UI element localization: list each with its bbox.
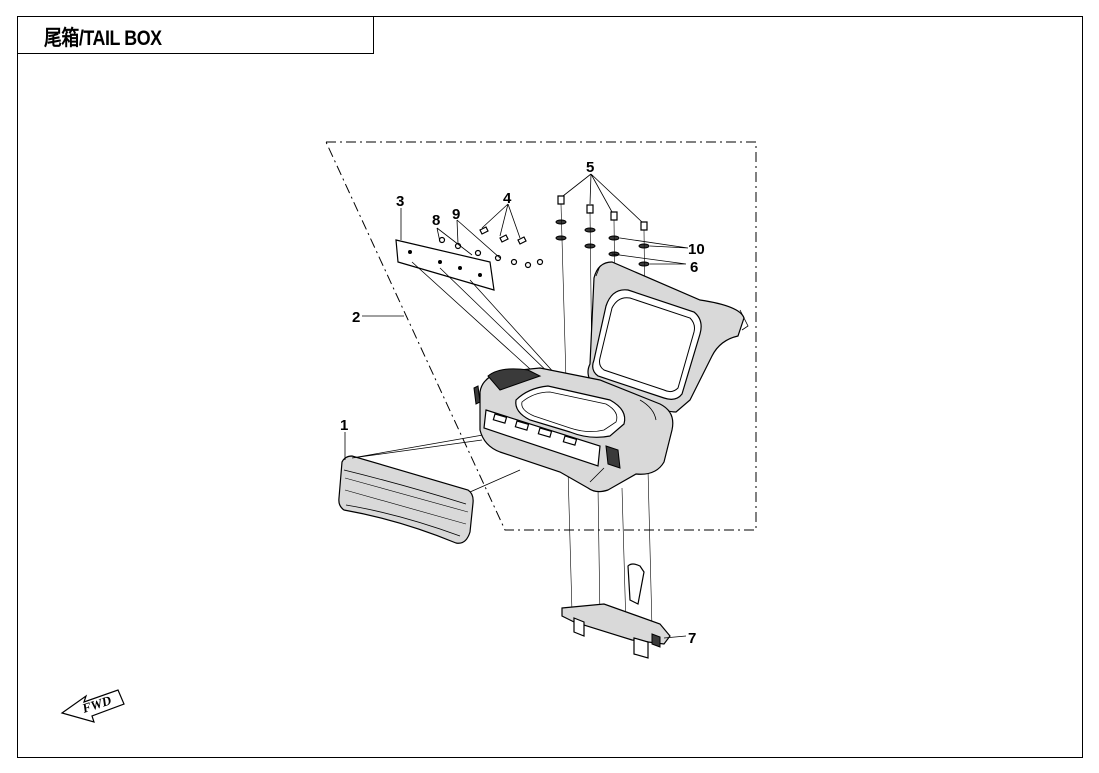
fasteners-4-8-9 — [436, 203, 544, 269]
callout-8: 8 — [432, 212, 440, 229]
part-3-mounting-plate — [395, 239, 567, 387]
page-title: 尾箱/TAIL BOX — [44, 27, 162, 50]
callout-2: 2 — [352, 309, 360, 326]
callout-3: 3 — [396, 193, 404, 210]
callout-7: 7 — [688, 630, 696, 647]
part-7-bracket — [561, 563, 687, 659]
title-box — [17, 16, 374, 54]
drawing-frame — [17, 16, 1083, 758]
callout-10: 10 — [688, 241, 705, 258]
forward-arrow-icon: FWD — [60, 689, 125, 723]
callout-6: 6 — [690, 259, 698, 276]
callout-9: 9 — [452, 206, 460, 223]
part-1-bumper-pad — [338, 431, 521, 544]
callout-1: 1 — [340, 417, 348, 434]
screws-5-washers-6-10 — [555, 173, 689, 629]
callout-4: 4 — [503, 190, 512, 207]
callout-5: 5 — [586, 159, 594, 176]
part-2-tail-box — [473, 261, 749, 493]
assembly-boundary — [325, 141, 757, 531]
